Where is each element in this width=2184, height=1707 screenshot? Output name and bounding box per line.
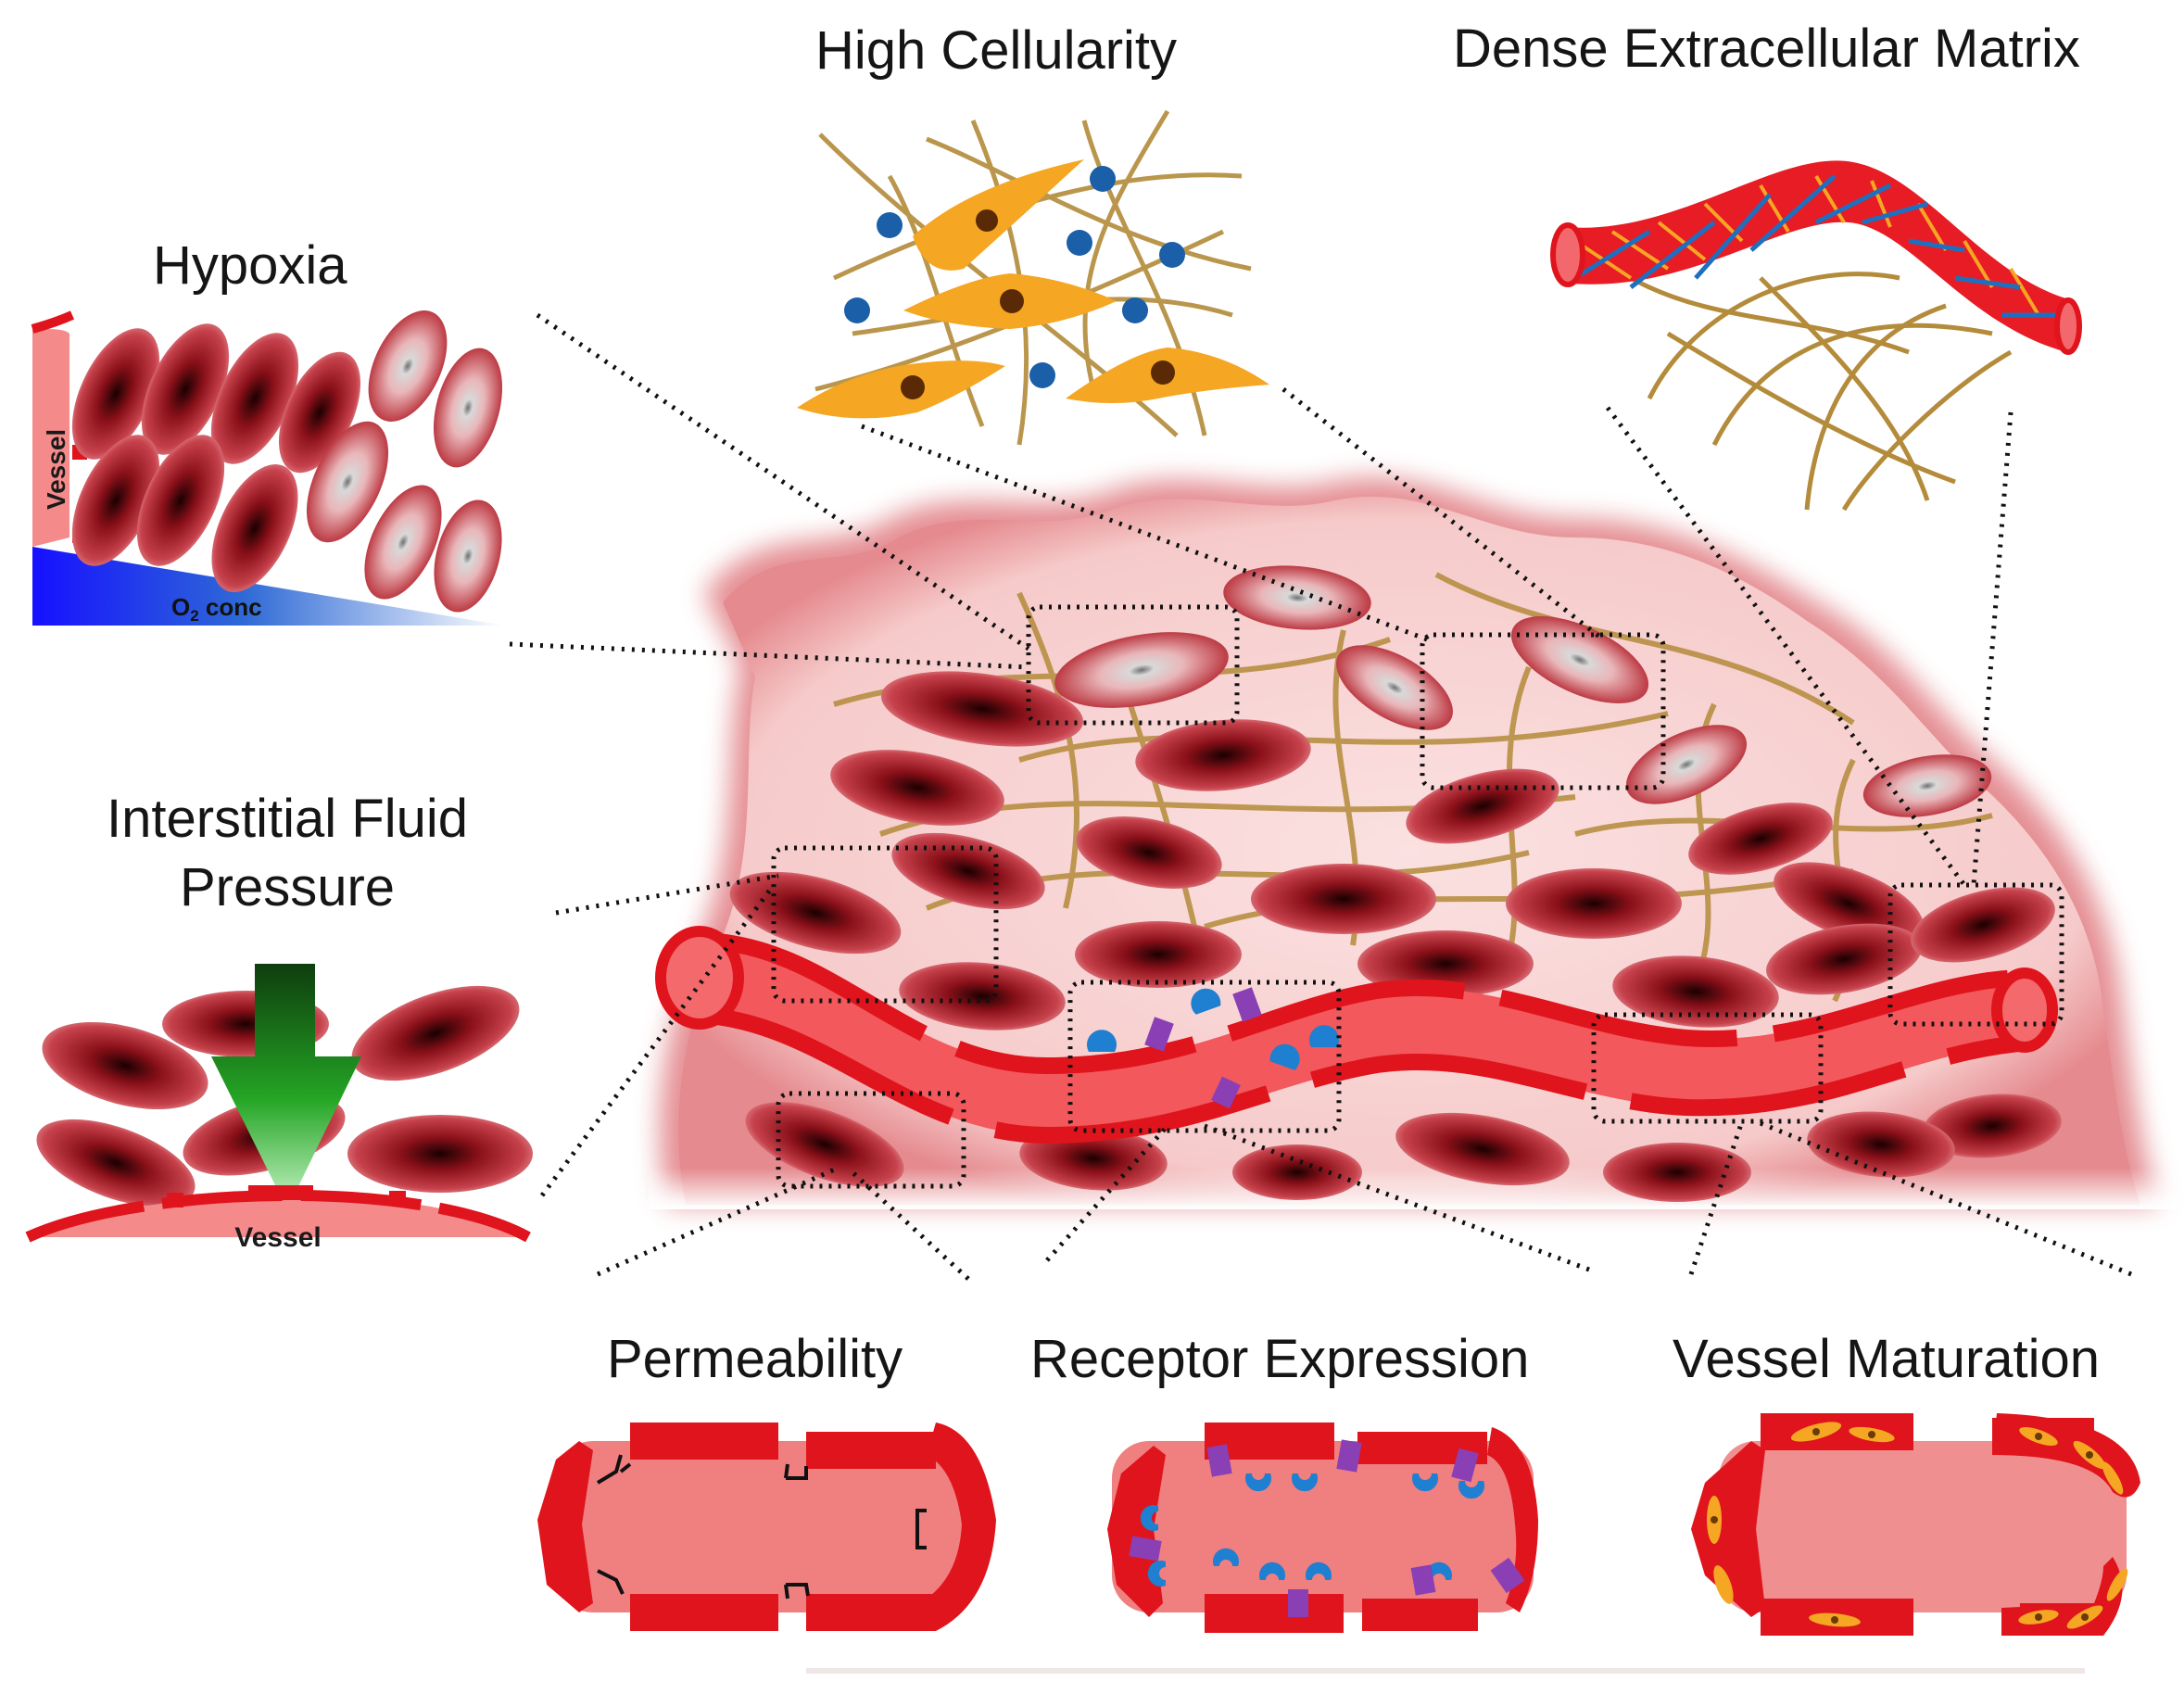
permeability-label: Permeability (607, 1329, 903, 1389)
receptor-zoom-box (1067, 980, 1342, 1133)
vessel-maturation-label: Vessel Maturation (1673, 1329, 2101, 1389)
hypoxia-label: Hypoxia (153, 235, 347, 296)
hypoxia-zoom-box (1026, 604, 1240, 726)
ecm-vessel (1561, 160, 2076, 352)
o2-conc-label: O2 conc (171, 593, 262, 625)
o2-conc-suffix: conc (199, 593, 262, 621)
receptor-ligands (1129, 1439, 1525, 1617)
o2-conc-main: O (171, 593, 190, 621)
high-cellularity-inset (797, 109, 1269, 446)
hypoxia-cells (71, 310, 503, 613)
permeability-zoom-box (776, 1091, 966, 1189)
vessel-maturation-inset (1691, 1413, 2140, 1636)
o2-conc-sub: 2 (190, 607, 198, 625)
o2-gradient (32, 547, 505, 626)
pericytes (1707, 1422, 2128, 1629)
vessel-receptors (1087, 987, 1339, 1109)
ifp-zoom-box (771, 845, 999, 1004)
tissue-hypoxic-cells (1054, 565, 1992, 817)
maturation-zoom-box (1887, 882, 2064, 1027)
dense-ecm-label: Dense Extracellular Matrix (1453, 19, 2080, 79)
ecm-zoom-box (1420, 632, 1666, 790)
permeability-zoom-box-lower (1591, 1012, 1824, 1124)
tissue-zoom-boxes (771, 604, 2064, 1189)
tumor-tissue (649, 477, 2178, 1209)
ifp-label-line1: Interstitial Fluid (106, 789, 469, 849)
fibroblasts (797, 159, 1269, 419)
high-cellularity-label: High Cellularity (815, 20, 1178, 81)
hypoxia-vessel-label: Vessel (42, 429, 70, 510)
bottom-rule (806, 1668, 2085, 1674)
receptor-expression-inset (1107, 1422, 1538, 1633)
receptor-bluecaps (1140, 1473, 1485, 1587)
immune-cells (844, 166, 1185, 388)
hypoxia-inset: Vessel O2 conc (31, 310, 505, 626)
receptor-expression-label: Receptor Expression (1030, 1329, 1530, 1389)
connector-lines (509, 312, 2132, 1281)
ifp-vessel-label: Vessel (234, 1222, 321, 1253)
ifp-inset: Vessel (25, 964, 533, 1253)
tissue-cells (729, 671, 2062, 1202)
ifp-label-line2: Pressure (179, 857, 396, 918)
pressure-arrow (211, 964, 361, 1209)
tissue-blood-vessel (655, 926, 2058, 1144)
dense-ecm-inset (1550, 160, 2082, 512)
permeability-inset (537, 1422, 996, 1631)
ifp-label: Interstitial Fluid Pressure (65, 785, 510, 922)
